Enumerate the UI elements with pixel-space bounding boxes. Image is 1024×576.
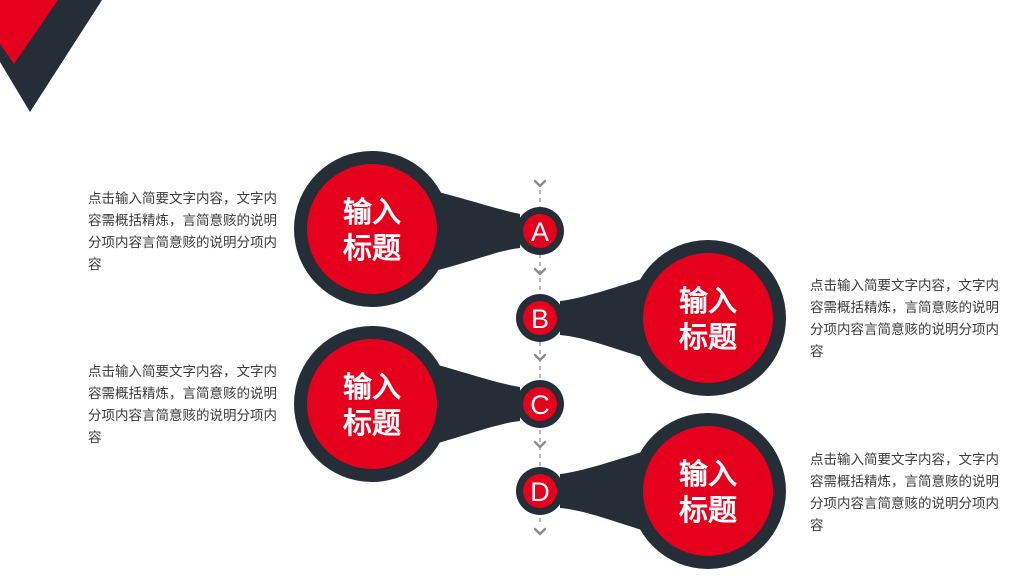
- step-c: C 输入 标题: [294, 326, 564, 482]
- chevron-down-icon: [533, 440, 547, 449]
- step-c-title-line1: 输入: [343, 370, 401, 404]
- step-a-neck: [438, 192, 520, 270]
- step-d-title-line2: 标题: [679, 493, 737, 527]
- step-b-node-circle: [523, 301, 557, 335]
- step-c-letter: C: [530, 390, 550, 420]
- step-a-big-circle: [307, 164, 437, 294]
- step-a-title-line1: 输入: [343, 195, 401, 229]
- step-b-description: 点击输入简要文字内容，文字内容需概括精炼，言简意赅的说明分项内容言简意赅的说明分…: [810, 278, 999, 360]
- step-b-letter: B: [531, 304, 549, 334]
- step-b-title-line1: 输入: [679, 284, 737, 318]
- chevron-down-icon: [533, 527, 547, 536]
- step-d-neck: [560, 452, 642, 530]
- step-d-node-circle: [523, 474, 557, 508]
- step-b-title-line2: 标题: [679, 320, 737, 354]
- corner-decoration: [0, 0, 102, 112]
- step-d-letter: D: [530, 477, 550, 507]
- step-d-description: 点击输入简要文字内容，文字内容需概括精炼，言简意赅的说明分项内容言简意赅的说明分…: [810, 452, 999, 534]
- step-b: B 输入 标题: [516, 240, 786, 396]
- step-c-big-circle: [307, 339, 437, 469]
- step-a-letter: A: [531, 217, 549, 247]
- chevron-down-icon: [533, 267, 547, 276]
- corner-triangle-red: [0, 0, 58, 64]
- chevron-arrows: [533, 179, 547, 536]
- step-a-node-circle: [523, 214, 557, 248]
- step-a-title-line2: 标题: [343, 231, 401, 265]
- chevron-down-icon: [533, 353, 547, 362]
- step-b-big-circle: [643, 253, 773, 383]
- chevron-down-icon: [533, 179, 547, 188]
- step-a-description: 点击输入简要文字内容，文字内容需概括精炼，言简意赅的说明分项内容言简意赅的说明分…: [88, 191, 277, 273]
- step-a: A 输入 标题: [294, 151, 564, 307]
- step-c-title-line2: 标题: [343, 406, 401, 440]
- step-c-node-circle: [523, 387, 557, 421]
- step-d-title-line1: 输入: [679, 457, 737, 491]
- step-c-neck: [438, 365, 520, 443]
- step-d-big-circle: [643, 426, 773, 556]
- step-c-description: 点击输入简要文字内容，文字内容需概括精炼，言简意赅的说明分项内容言简意赅的说明分…: [88, 364, 277, 446]
- step-d: D 输入 标题: [516, 413, 786, 569]
- step-b-neck: [560, 279, 642, 357]
